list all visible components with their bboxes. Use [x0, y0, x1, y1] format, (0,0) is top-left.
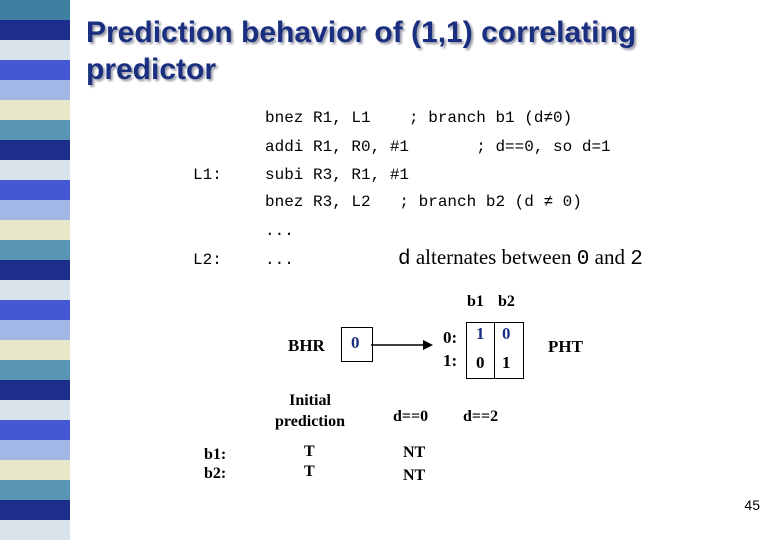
- stripe-block: [0, 380, 70, 400]
- stripe-block: [0, 480, 70, 500]
- stripe-block: [0, 240, 70, 260]
- stripe-block: [0, 0, 70, 20]
- code-line-5: ...: [265, 222, 294, 240]
- pht-divider: [494, 322, 495, 378]
- stripe-block: [0, 440, 70, 460]
- init-b1: T: [304, 443, 315, 460]
- stripe-block: [0, 200, 70, 220]
- stripe-block: [0, 180, 70, 200]
- note-text: alternates between: [410, 245, 577, 269]
- code-line-4: bnez R3, L2 ; branch b2 (d ≠ 0): [265, 193, 582, 211]
- d0-b2: NT: [403, 467, 426, 484]
- note-value-2: 2: [630, 248, 643, 271]
- decorative-stripe: [0, 0, 70, 540]
- d0-b1: NT: [403, 444, 426, 461]
- bhr-value: 0: [351, 333, 360, 352]
- pht-cell-0-b2: 0: [502, 324, 511, 343]
- stripe-block: [0, 260, 70, 280]
- pht-row-1-label: 1:: [443, 351, 458, 370]
- slide-title: Prediction behavior of (1,1) correlating…: [86, 16, 637, 86]
- row-b2-label: b2:: [204, 465, 227, 482]
- pht-label: PHT: [548, 337, 583, 356]
- bhr-to-pht-arrow: [371, 340, 433, 350]
- note-value-0: 0: [576, 248, 590, 271]
- col-d-equals-0: d==0: [393, 408, 429, 425]
- code-line-1: bnez R1, L1 ; branch b1 (d≠0): [265, 109, 573, 127]
- stripe-block: [0, 300, 70, 320]
- code-line-3: subi R3, R1, #1: [265, 166, 410, 184]
- stripe-block: [0, 100, 70, 120]
- stripe-block: [0, 460, 70, 480]
- pht-cell-1-b1: 0: [476, 353, 485, 372]
- page-number: 45: [744, 497, 760, 513]
- stripe-block: [0, 360, 70, 380]
- pht-header-b2: b2: [498, 293, 515, 310]
- label-l1: L1:: [193, 166, 222, 184]
- pht-cell-0-b1: 1: [476, 324, 485, 343]
- pht-row-0-label: 0:: [443, 328, 458, 347]
- stripe-block: [0, 20, 70, 40]
- pht-header-b1: b1: [467, 293, 484, 310]
- stripe-block: [0, 420, 70, 440]
- stripe-block: [0, 40, 70, 60]
- pht-cell-1-b2: 1: [502, 353, 511, 372]
- stripe-block: [0, 400, 70, 420]
- stripe-block: [0, 120, 70, 140]
- stripe-block: [0, 140, 70, 160]
- pht-table: [466, 322, 524, 379]
- stripe-block: [0, 160, 70, 180]
- stripe-block: [0, 500, 70, 520]
- note-var: d: [398, 248, 411, 271]
- alternation-note: d alternates between 0 and 2: [398, 245, 643, 271]
- note-and: and: [589, 245, 631, 269]
- stripe-block: [0, 340, 70, 360]
- col-d-equals-2: d==2: [463, 408, 499, 425]
- col-initial-prediction: Initial prediction: [275, 392, 345, 430]
- init-b2: T: [304, 463, 315, 480]
- code-line-2: addi R1, R0, #1 ; d==0, so d=1: [265, 138, 611, 156]
- code-line-6: ...: [265, 251, 294, 269]
- stripe-block: [0, 280, 70, 300]
- label-l2: L2:: [193, 251, 222, 269]
- stripe-block: [0, 320, 70, 340]
- stripe-block: [0, 60, 70, 80]
- stripe-block: [0, 80, 70, 100]
- stripe-block: [0, 520, 70, 540]
- stripe-block: [0, 220, 70, 240]
- row-b1-label: b1:: [204, 446, 227, 463]
- bhr-label: BHR: [288, 336, 325, 355]
